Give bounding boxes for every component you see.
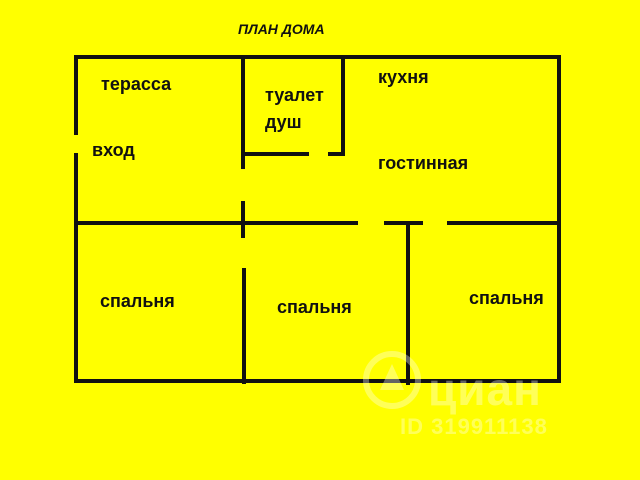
room-label-shower: душ — [265, 112, 302, 132]
watermark-logo-icon — [363, 351, 421, 409]
room-label-bedroom-2: спальня — [277, 297, 352, 317]
room-label-kitchen: кухня — [378, 67, 429, 87]
room-label-toilet: туалет — [265, 85, 324, 105]
room-label-terrace: терасса — [101, 74, 172, 94]
room-label-living-room: гостинная — [378, 153, 469, 173]
room-label-entrance: вход — [92, 140, 135, 160]
room-label-bedroom-3: спальня — [469, 288, 544, 308]
watermark-id: ID 319911138 — [400, 414, 548, 439]
watermark-brand: циан — [428, 363, 542, 415]
plan-title: ПЛАН ДОМА — [238, 21, 325, 37]
room-label-bedroom-1: спальня — [100, 291, 175, 311]
